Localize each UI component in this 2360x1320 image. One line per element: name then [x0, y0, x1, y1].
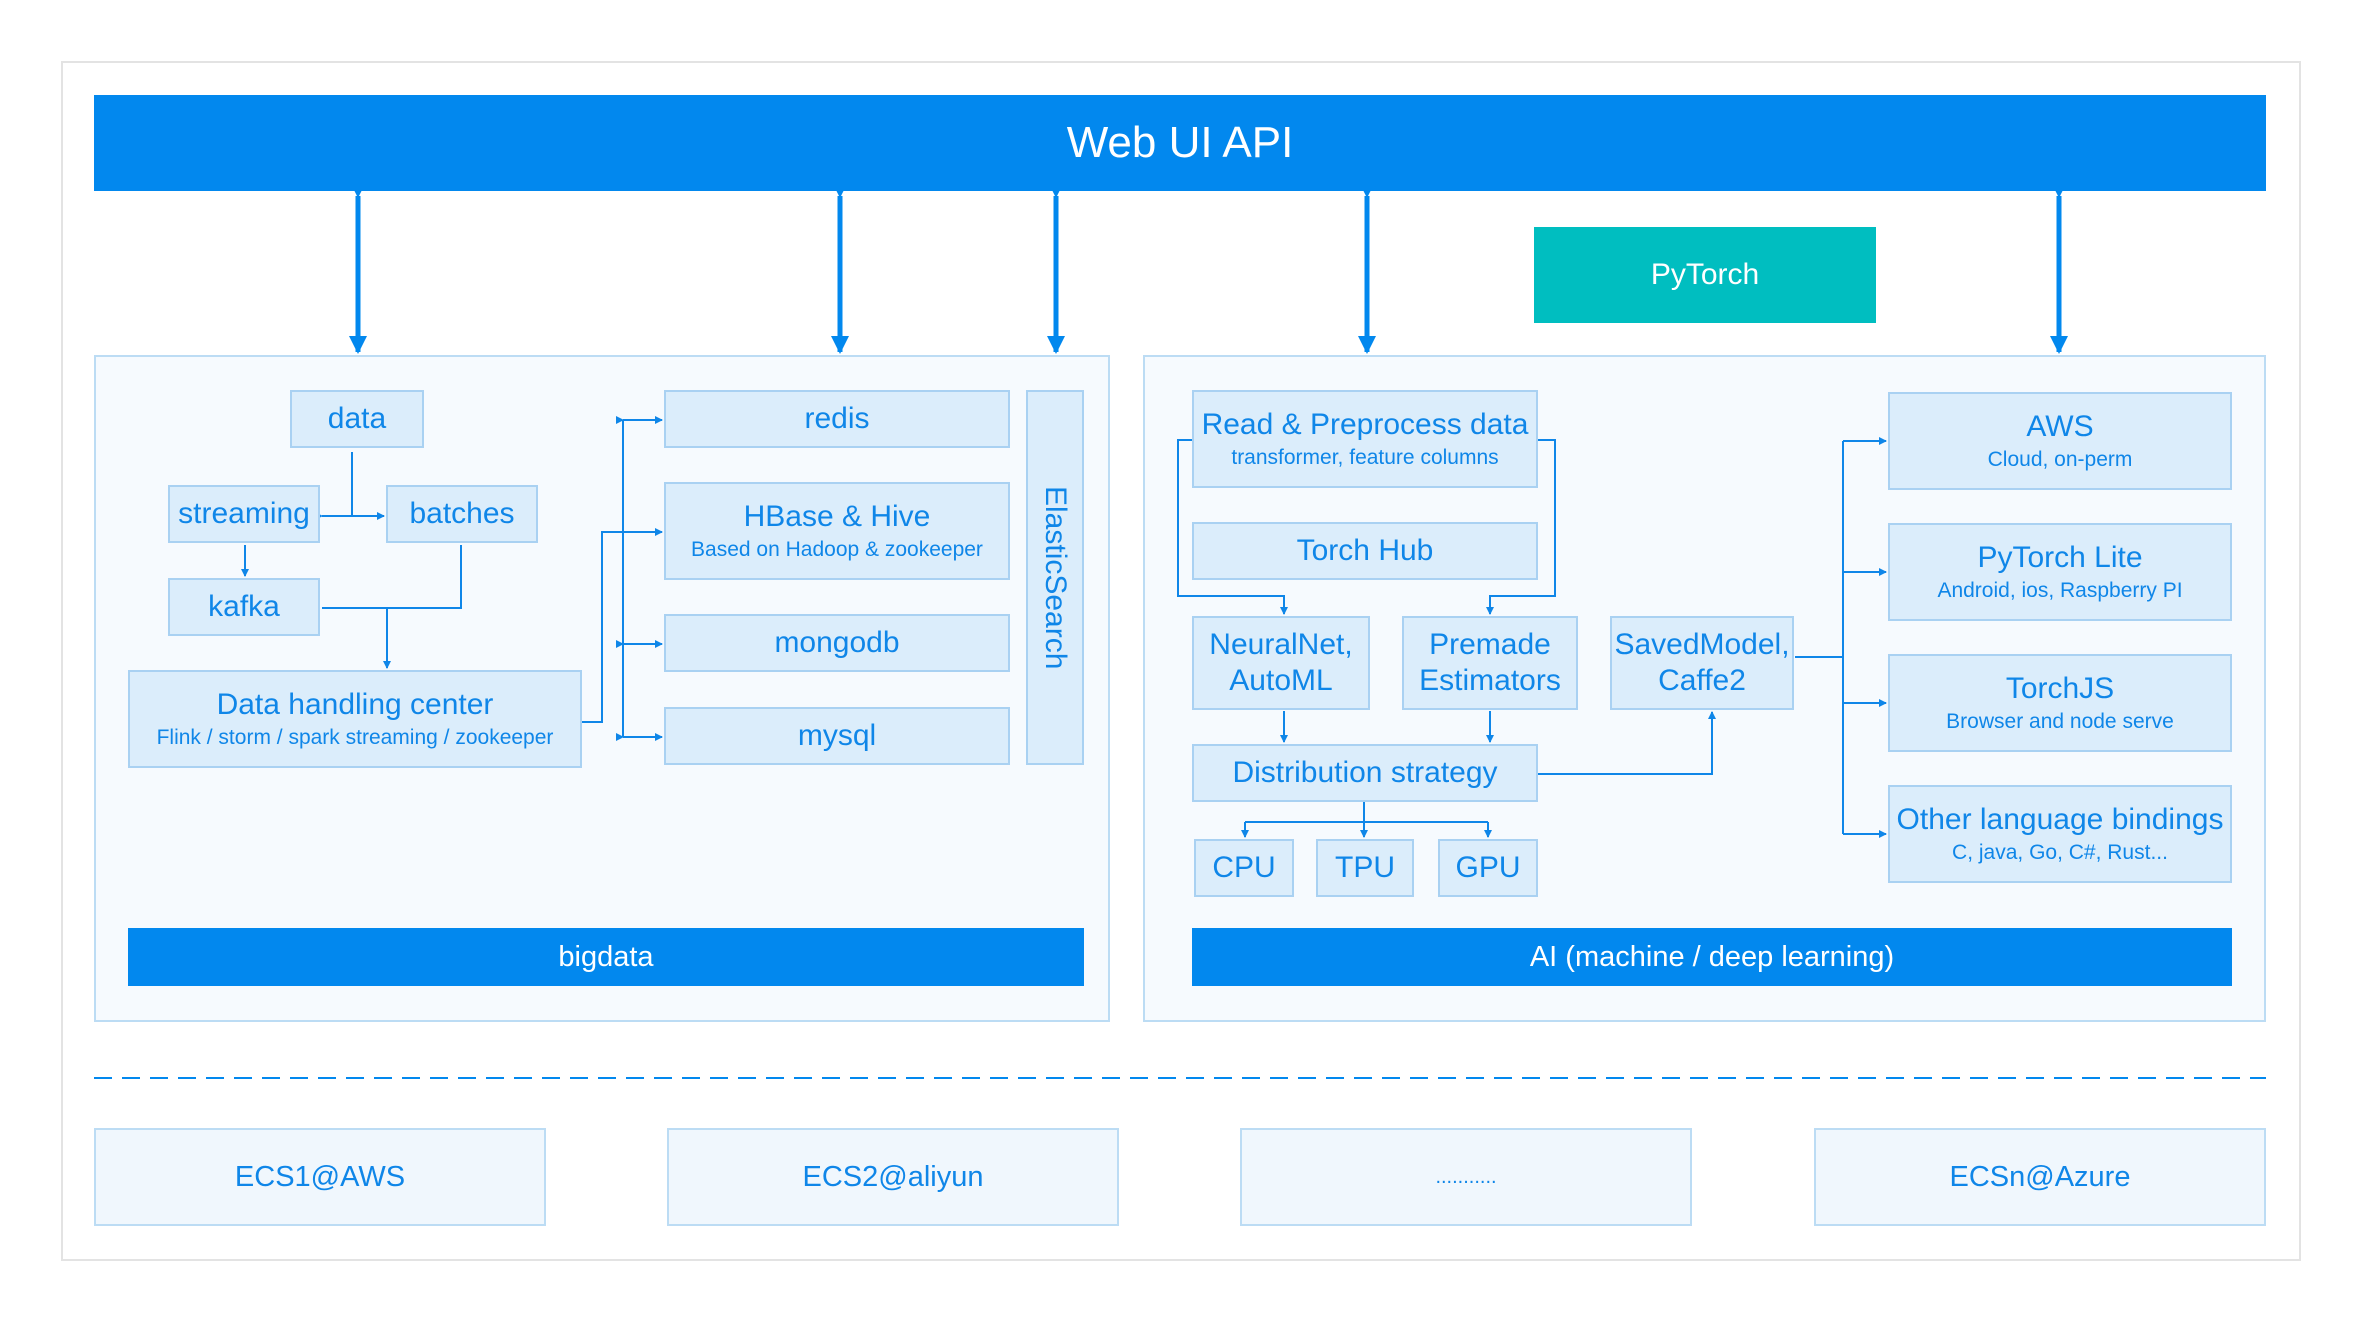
elasticsearch-label: ElasticSearch — [1039, 485, 1072, 670]
savedmodel-line-1: SavedModel, — [1614, 628, 1790, 661]
hbase-hive-box: HBase & Hive Based on Hadoop & zookeeper — [664, 482, 1010, 580]
mongodb-box: mongodb — [664, 614, 1010, 672]
bigdata-bar-label: bigdata — [558, 940, 654, 973]
ecs1-aws-box: ECS1@AWS — [94, 1128, 546, 1226]
web-ui-api-title: Web UI API — [1066, 118, 1294, 167]
read-preprocess-title: Read & Preprocess data — [1201, 408, 1529, 442]
aws-subtitle: Cloud, on-perm — [1987, 448, 2133, 472]
tpu-label: TPU — [1335, 851, 1395, 884]
distribution-strategy-label: Distribution strategy — [1232, 756, 1498, 789]
premade-estimators-box: Premade Estimators — [1402, 616, 1578, 710]
ecs1-label: ECS1@AWS — [234, 1160, 406, 1193]
neuralnet-automl-box: NeuralNet, AutoML — [1192, 616, 1370, 710]
torch-hub-label: Torch Hub — [1296, 534, 1434, 567]
elasticsearch-box: ElasticSearch — [1026, 390, 1084, 765]
pytorch-lite-box: PyTorch Lite Android, ios, Raspberry PI — [1888, 523, 2232, 621]
premade-line-2: Estimators — [1419, 664, 1561, 697]
pytorch-lite-subtitle: Android, ios, Raspberry PI — [1937, 579, 2183, 603]
data-handling-center-box: Data handling center Flink / storm / spa… — [128, 670, 582, 768]
pytorch-badge: PyTorch — [1534, 227, 1876, 323]
batches-box: batches — [386, 485, 538, 543]
streaming-box: streaming — [168, 485, 320, 543]
cpu-label: CPU — [1212, 851, 1276, 884]
read-preprocess-subtitle: transformer, feature columns — [1231, 446, 1499, 470]
torchjs-title: TorchJS — [2005, 672, 2115, 706]
ecs-ellipsis-label: ........... — [1435, 1165, 1497, 1188]
ecs-ellipsis-box: ........... — [1240, 1128, 1692, 1226]
mongodb-box-label: mongodb — [774, 626, 900, 659]
other-language-title: Other language bindings — [1896, 803, 2224, 837]
data-box-label: data — [327, 402, 387, 435]
diagram-frame — [61, 61, 2301, 1261]
mysql-box: mysql — [664, 707, 1010, 765]
kafka-box: kafka — [168, 578, 320, 636]
pytorch-lite-title: PyTorch Lite — [1977, 541, 2143, 575]
neuralnet-line-2: AutoML — [1229, 664, 1333, 697]
neuralnet-line-1: NeuralNet, — [1209, 628, 1353, 661]
data-box: data — [290, 390, 424, 448]
data-handling-center-title: Data handling center — [216, 688, 494, 722]
read-preprocess-box: Read & Preprocess data transformer, feat… — [1192, 390, 1538, 488]
aws-title: AWS — [2026, 410, 2094, 444]
tpu-box: TPU — [1316, 839, 1414, 897]
gpu-label: GPU — [1455, 851, 1521, 884]
aws-box: AWS Cloud, on-perm — [1888, 392, 2232, 490]
ecs2-aliyun-box: ECS2@aliyun — [667, 1128, 1119, 1226]
hbase-hive-title: HBase & Hive — [743, 500, 931, 534]
ai-bar: AI (machine / deep learning) — [1192, 928, 2232, 986]
hbase-hive-subtitle: Based on Hadoop & zookeeper — [691, 538, 983, 562]
batches-box-label: batches — [409, 497, 515, 530]
kafka-box-label: kafka — [208, 590, 280, 623]
savedmodel-caffe2-box: SavedModel, Caffe2 — [1610, 616, 1794, 710]
savedmodel-line-2: Caffe2 — [1658, 664, 1746, 697]
torchjs-box: TorchJS Browser and node serve — [1888, 654, 2232, 752]
web-ui-api-header: Web UI API — [94, 95, 2266, 191]
ecsn-azure-box: ECSn@Azure — [1814, 1128, 2266, 1226]
other-language-subtitle: C, java, Go, C#, Rust... — [1952, 841, 2168, 865]
data-handling-center-subtitle: Flink / storm / spark streaming / zookee… — [156, 726, 554, 750]
bigdata-bar: bigdata — [128, 928, 1084, 986]
redis-box: redis — [664, 390, 1010, 448]
premade-line-1: Premade — [1429, 628, 1551, 661]
ai-bar-label: AI (machine / deep learning) — [1529, 940, 1895, 973]
mysql-box-label: mysql — [797, 719, 877, 752]
pytorch-badge-label: PyTorch — [1650, 258, 1760, 291]
ecsn-label: ECSn@Azure — [1949, 1160, 2131, 1193]
redis-box-label: redis — [804, 402, 870, 435]
other-language-bindings-box: Other language bindings C, java, Go, C#,… — [1888, 785, 2232, 883]
torch-hub-box: Torch Hub — [1192, 522, 1538, 580]
ecs2-label: ECS2@aliyun — [802, 1160, 984, 1193]
streaming-box-label: streaming — [178, 497, 310, 530]
torchjs-subtitle: Browser and node serve — [1946, 710, 2174, 734]
api-double-arrows — [349, 180, 2068, 354]
distribution-strategy-box: Distribution strategy — [1192, 744, 1538, 802]
gpu-box: GPU — [1438, 839, 1538, 897]
cpu-box: CPU — [1194, 839, 1294, 897]
